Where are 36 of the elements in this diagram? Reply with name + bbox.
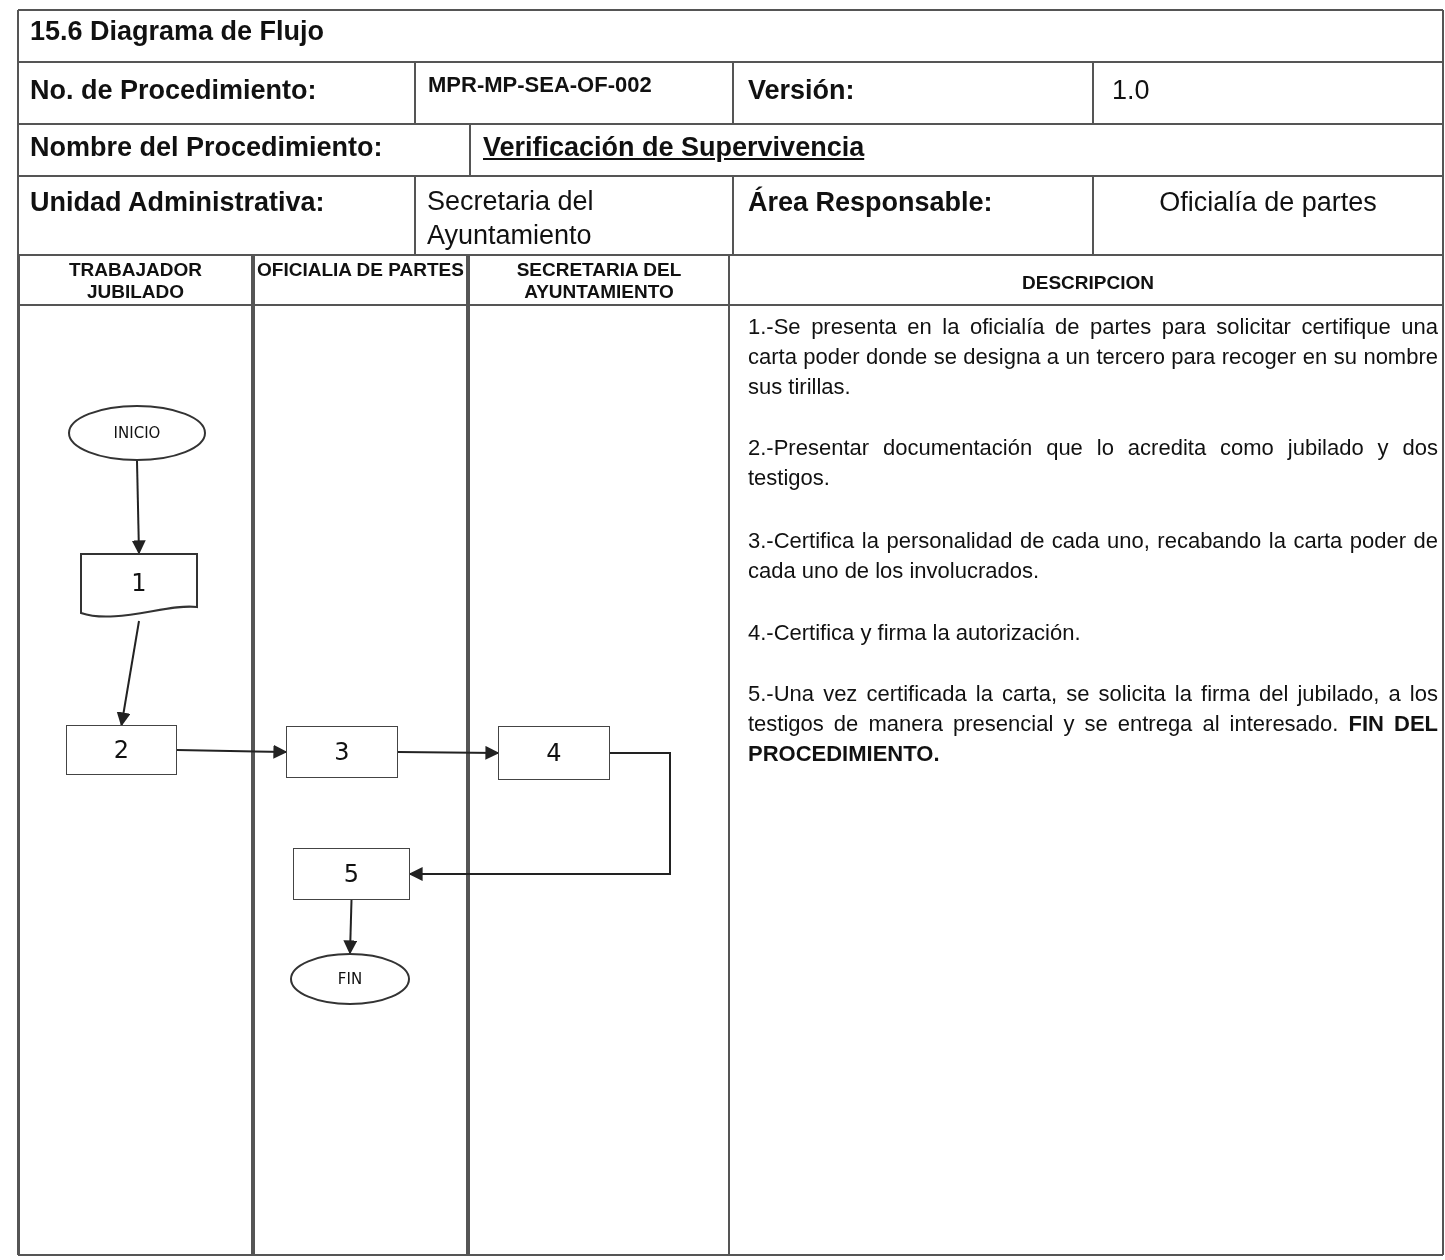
process-box: 5 [293, 848, 410, 900]
column-header: DESCRIPCION [1021, 271, 1155, 295]
arrow [176, 744, 288, 759]
field-value: Secretaria del Ayuntamiento [427, 185, 595, 252]
field-value: Verificación de Supervivencia [483, 131, 866, 164]
field-label: No. de Procedimiento: [30, 74, 318, 107]
arrow [408, 752, 671, 881]
field-label: Versión: [748, 74, 856, 107]
swimlane [18, 255, 253, 1255]
lane-header: TRABAJADOR JUBILADO [68, 259, 203, 303]
arrow [397, 745, 500, 760]
lane-header: OFICIALIA DE PARTES [256, 259, 465, 281]
description-text: 3.-Certifica la personalidad de cada uno, recabando la carta poder de cada uno de los involucrados. [748, 527, 1438, 585]
process-box: 3 [286, 726, 398, 778]
description-text: 5.-Una vez certificada la carta, se solicita la firma del jubilado, a los testigos de manera presencial y se entrega al interesado. FIN DEL PROCEDIMIENTO. [748, 680, 1438, 768]
field-value: 1.0 [1112, 74, 1151, 107]
swimlane [468, 255, 730, 1255]
description-text: 2.-Presentar documentación que lo acredita como jubilado y dos testigos. [748, 434, 1438, 492]
description-text: 4.-Certifica y firma la autorización. [748, 619, 1082, 647]
field-value: MPR-MP-SEA-OF-002 [428, 71, 653, 99]
process-box: 4 [498, 726, 610, 780]
arrow [343, 899, 358, 955]
lane-header: SECRETARIA DEL AYUNTAMIENTO [515, 259, 683, 303]
process-box: 2 [66, 725, 177, 775]
field-label: Área Responsable: [748, 185, 994, 219]
document-shape: 1 [80, 553, 198, 621]
terminal-oval: FIN [290, 953, 410, 1005]
field-value: Oficialía de partes [1158, 186, 1378, 219]
form-title: 15.6 Diagrama de Flujo [30, 16, 325, 47]
arrow [131, 460, 146, 555]
field-label: Nombre del Procedimiento: [30, 131, 384, 164]
description-text: 1.-Se presenta en la oficialía de partes para solicitar certifique una carta poder donde se designa a un tercero para recoger en su nombre sus tirillas. [748, 313, 1438, 401]
swimlane [253, 255, 468, 1255]
field-label: Unidad Administrativa: [30, 186, 326, 219]
arrow [116, 620, 140, 727]
terminal-oval: INICIO [68, 405, 206, 461]
